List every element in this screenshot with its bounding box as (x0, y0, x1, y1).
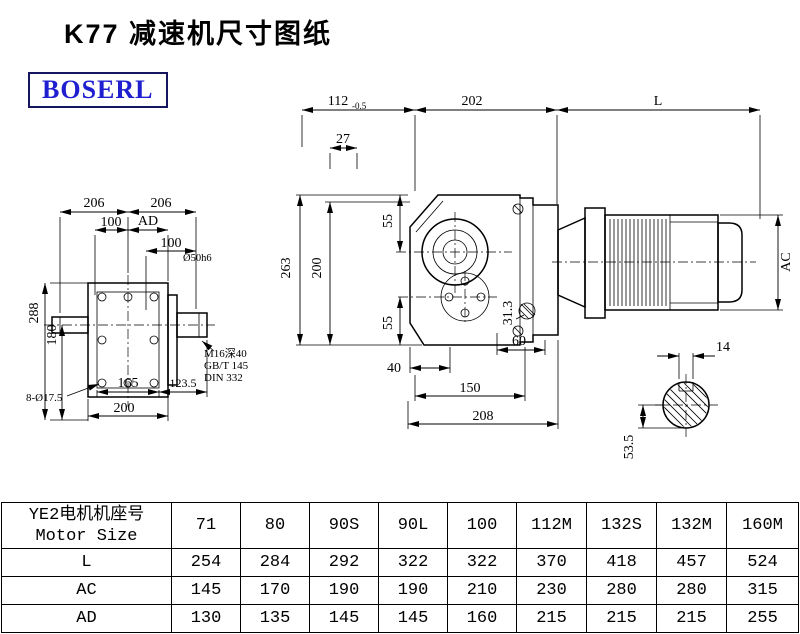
col-header: 100 (447, 502, 517, 549)
dim-180: 180 (45, 325, 60, 346)
dim-150: 150 (460, 381, 481, 396)
cell: 170 (240, 576, 310, 605)
cell: 315 (726, 576, 799, 605)
input-bearing-bores (396, 212, 512, 325)
dim-53-5: 53.5 (622, 435, 637, 460)
front-view-outline (44, 275, 215, 407)
cell: 215 (656, 604, 727, 633)
dim-206-left: 206 (84, 196, 105, 211)
cell: 280 (656, 576, 727, 605)
cell: 160 (447, 604, 517, 633)
cell: 254 (171, 548, 241, 577)
housing-bolts (512, 203, 536, 337)
cell: 255 (726, 604, 799, 633)
gearbox-housing-outline (409, 194, 559, 346)
cell: 418 (586, 548, 657, 577)
dim-200-front: 200 (114, 401, 135, 416)
dim-123-5: 123.5 (170, 376, 197, 390)
motor-size-table: YE2电机机座号 Motor Size 71 80 90S 90L 100 11… (1, 502, 799, 633)
cell: 210 (447, 576, 517, 605)
dim-27: 27 (336, 132, 350, 147)
cell: 322 (447, 548, 517, 577)
dim-112: 112 (328, 94, 348, 109)
dim-40: 40 (387, 361, 401, 376)
front-view-dimensions: 206 206 100 AD 100 Ø50h6 288 180 M16深40 … (26, 196, 249, 421)
dim-shaft-diameter: Ø50h6 (183, 253, 212, 264)
holes-note: 8-Ø17.5 (26, 392, 63, 404)
header-motor-size-en: Motor Size (35, 526, 138, 546)
dim-202: 202 (462, 94, 483, 109)
col-header: 160M (726, 502, 799, 549)
cell: 145 (309, 604, 379, 633)
cell: 292 (309, 548, 379, 577)
cell: 145 (378, 604, 448, 633)
shaft-end-view: 14 53.5 (622, 340, 730, 459)
dim-100-right: 100 (161, 236, 182, 251)
shaft-end-dimensions: 14 53.5 (622, 340, 730, 459)
col-header: 132S (586, 502, 657, 549)
col-header: 90S (309, 502, 379, 549)
cell: 284 (240, 548, 310, 577)
cell: 130 (171, 604, 241, 633)
dim-112-tolerance: -0.5 (352, 101, 367, 111)
col-header: 80 (240, 502, 310, 549)
dim-L: L (654, 94, 663, 109)
side-view: 112 -0.5 202 L 27 263 200 55 55 31.3 (279, 94, 794, 429)
header-motor-size-cn: YE2电机机座号 (28, 505, 145, 525)
table-row-AD: AD 130 135 145 145 160 215 215 215 255 (1, 604, 799, 633)
cell: 190 (309, 576, 379, 605)
cell: 215 (516, 604, 587, 633)
cell: 135 (240, 604, 310, 633)
dim-60: 60 (512, 334, 526, 349)
boserl-logo: BOSERL (28, 72, 168, 108)
cell: 145 (171, 576, 241, 605)
header-motor-size: YE2电机机座号 Motor Size (1, 502, 172, 549)
dim-100-top: 100 (101, 215, 122, 230)
col-header: 112M (516, 502, 587, 549)
dim-263: 263 (279, 258, 294, 279)
dim-200-side: 200 (310, 258, 325, 279)
cell: 215 (586, 604, 657, 633)
cell: 230 (516, 576, 587, 605)
dim-55-top: 55 (381, 214, 396, 228)
row-label-AD: AD (1, 604, 172, 633)
dim-208: 208 (473, 409, 494, 424)
side-view-dimensions: 112 -0.5 202 L 27 263 200 55 55 31.3 (279, 94, 794, 429)
thread-note-2: GB/T 145 (204, 360, 249, 372)
dim-165: 165 (118, 376, 139, 391)
cell: 322 (378, 548, 448, 577)
technical-drawing: 112 -0.5 202 L 27 263 200 55 55 31.3 (26, 94, 794, 459)
motor-fins (609, 219, 667, 306)
thread-note-3: DIN 332 (204, 372, 243, 384)
dim-206-right: 206 (151, 196, 172, 211)
keyway (678, 382, 694, 392)
dim-14: 14 (716, 340, 730, 355)
thread-note-1: M16深40 (204, 347, 247, 360)
dim-31-3: 31.3 (501, 301, 516, 326)
logo-text: BOSERL (42, 75, 154, 104)
cell: 524 (726, 548, 799, 577)
row-label-AC: AC (1, 576, 172, 605)
shaft-section-hatch (664, 383, 708, 427)
dim-AD: AD (138, 214, 158, 229)
dim-288: 288 (27, 303, 42, 324)
cell: 457 (656, 548, 727, 577)
table-row-L: L 254 284 292 322 322 370 418 457 524 (1, 548, 799, 577)
front-view: 206 206 100 AD 100 Ø50h6 288 180 M16深40 … (26, 196, 249, 421)
cell: 190 (378, 576, 448, 605)
row-label-L: L (1, 548, 172, 577)
dim-55-bottom: 55 (381, 316, 396, 330)
dim-AC: AC (779, 252, 794, 271)
cell: 280 (586, 576, 657, 605)
table-header-row: YE2电机机座号 Motor Size 71 80 90S 90L 100 11… (1, 502, 799, 549)
col-header: 71 (171, 502, 241, 549)
motor-outline (552, 207, 756, 319)
col-header: 90L (378, 502, 448, 549)
col-header: 132M (656, 502, 727, 549)
page-title: K77 减速机尺寸图纸 (64, 19, 333, 49)
table-row-AC: AC 145 170 190 190 210 230 280 280 315 (1, 576, 799, 605)
cell: 370 (516, 548, 587, 577)
